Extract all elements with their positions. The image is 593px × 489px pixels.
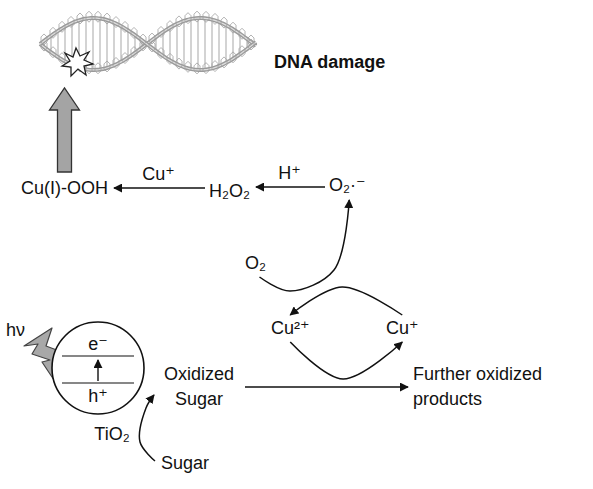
reaction-arrow xyxy=(290,287,402,315)
sugar-ring xyxy=(167,21,173,32)
node-text: O₂·⁻ xyxy=(326,173,368,197)
conduction-band xyxy=(62,355,134,356)
node-text: Cu⁺ xyxy=(383,316,422,340)
species-label: Sugar xyxy=(158,451,212,475)
sugar-ring xyxy=(149,33,155,44)
base-pair xyxy=(169,28,171,61)
sugar-ring xyxy=(230,22,236,33)
node-text: Sugar xyxy=(158,451,212,475)
base-pair xyxy=(190,19,192,69)
sugar-ring xyxy=(50,27,56,38)
sugar-ring xyxy=(185,61,191,72)
sugar-ring xyxy=(248,39,254,50)
node-text: O₂ xyxy=(242,251,269,275)
sugar-ring xyxy=(167,53,173,64)
base-pair xyxy=(218,22,220,66)
sugar-ring xyxy=(203,63,209,74)
base-pair xyxy=(211,20,213,69)
species-label: Oxidized Sugar xyxy=(156,361,242,413)
sugar-ring xyxy=(104,13,110,24)
reaction-arrow xyxy=(256,186,325,188)
node-text: Cu(I)-OOH xyxy=(18,176,111,200)
valence-band xyxy=(62,382,134,383)
sugar-ring xyxy=(86,11,92,22)
node-text: Cu²⁺ xyxy=(268,316,313,340)
sugar-ring xyxy=(59,21,65,32)
sugar-ring xyxy=(230,52,236,63)
node-text: DNA damage xyxy=(271,50,388,74)
base-pair xyxy=(57,31,59,57)
base-pair xyxy=(99,18,101,69)
sugar-ring xyxy=(158,26,164,37)
sugar-ring xyxy=(194,63,200,74)
reaction-arrow xyxy=(290,342,402,379)
species-label: Further oxidized products xyxy=(410,361,582,413)
species-label: H₂O₂ xyxy=(206,179,253,203)
sugar-ring xyxy=(95,63,101,74)
excitation-arrow xyxy=(97,360,98,381)
node-text: H₂O₂ xyxy=(206,179,253,203)
node-text: h⁺ xyxy=(50,384,146,408)
sugar-ring xyxy=(122,21,128,32)
sugar-ring xyxy=(122,53,128,64)
species-label: O₂ xyxy=(242,251,269,275)
sugar-ring xyxy=(95,11,101,22)
sugar-ring xyxy=(239,46,245,57)
reaction-arrow xyxy=(114,187,205,189)
sugar-ring xyxy=(185,13,191,24)
sugar-ring xyxy=(221,17,227,28)
base-pair xyxy=(204,18,206,69)
reagent-label: H⁺ xyxy=(278,163,301,183)
base-pair xyxy=(176,24,178,64)
sugar-ring xyxy=(113,57,119,68)
reaction-arrow xyxy=(245,386,408,388)
base-pair xyxy=(120,26,122,62)
sugar-ring xyxy=(221,57,227,68)
sugar-ring xyxy=(158,48,164,59)
tio2-particle: e⁻h⁺TiO₂ xyxy=(50,320,146,416)
block-arrow xyxy=(50,88,80,172)
sugar-ring xyxy=(212,13,218,24)
base-pair xyxy=(183,21,185,67)
sugar-ring xyxy=(131,47,137,58)
dna-region: DNA damage xyxy=(36,6,421,86)
species-label: Cu²⁺ xyxy=(268,316,313,340)
node-text: Oxidized Sugar xyxy=(156,361,242,413)
light-label: hν xyxy=(6,320,25,340)
sugar-ring xyxy=(140,34,146,45)
reagent-label: Cu⁺ xyxy=(142,164,175,184)
sugar-ring xyxy=(50,47,56,58)
species-label: O₂·⁻ xyxy=(326,173,368,197)
sugar-ring xyxy=(176,58,182,69)
sugar-ring xyxy=(104,61,110,72)
node-text: Further oxidized products xyxy=(410,361,582,413)
sugar-ring xyxy=(131,27,137,38)
sugar-ring xyxy=(59,53,65,64)
sugar-ring xyxy=(68,16,74,27)
sugar-ring xyxy=(77,13,83,24)
species-label: Cu⁺ xyxy=(383,316,422,340)
base-pair xyxy=(92,18,94,70)
base-pair xyxy=(127,30,129,57)
damage-star xyxy=(62,48,93,76)
sugar-ring xyxy=(203,11,209,22)
sugar-ring xyxy=(41,34,47,45)
node-text: e⁻ xyxy=(50,332,146,356)
sugar-ring xyxy=(194,11,200,22)
base-pair xyxy=(225,25,227,63)
particle-name: TiO₂ xyxy=(64,422,160,446)
sugar-ring xyxy=(212,61,218,72)
species-label: Cu(I)-OOH xyxy=(18,176,111,200)
sugar-ring xyxy=(149,41,155,52)
base-pair xyxy=(197,18,199,70)
sugar-ring xyxy=(113,17,119,28)
sugar-ring xyxy=(176,16,182,27)
sugar-ring xyxy=(239,28,245,39)
reaction-arrow xyxy=(260,200,350,291)
reaction-arrow xyxy=(139,395,155,461)
